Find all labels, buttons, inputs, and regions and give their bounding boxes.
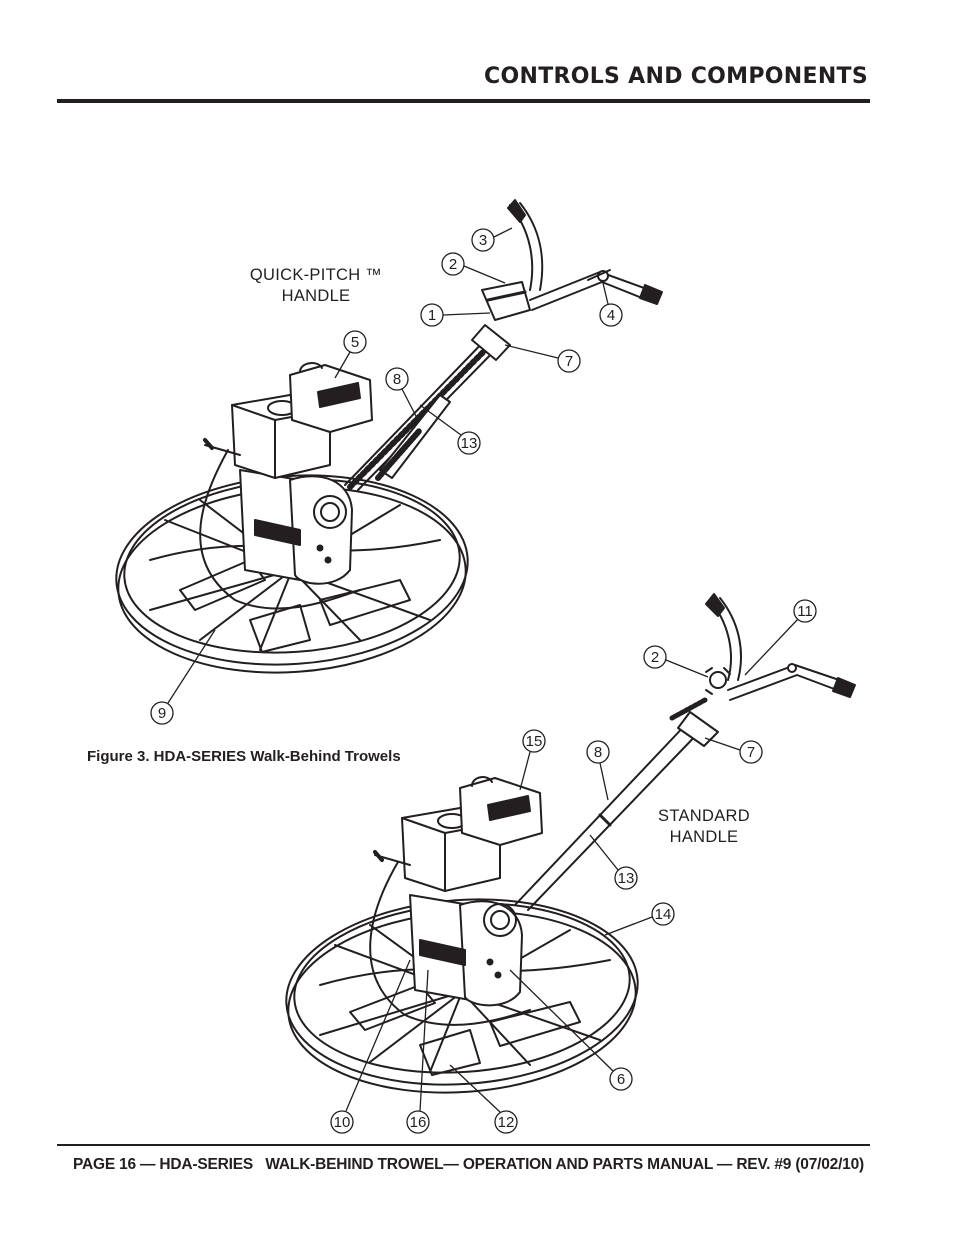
svg-text:3: 3	[479, 232, 487, 249]
callout-11: 11	[744, 599, 817, 676]
quick-pitch-trowel-drawing	[115, 199, 663, 674]
footer-rule	[57, 1144, 870, 1146]
callout-5: 5	[334, 330, 367, 379]
callout-3: 3	[471, 227, 513, 252]
quick-pitch-label-line2: HANDLE	[281, 287, 351, 305]
page-footer: PAGE 16 — HDA-SERIES WALK-BEHIND TROWEL—…	[73, 1156, 864, 1173]
standard-label-line2: HANDLE	[669, 828, 739, 846]
standard-trowel-drawing	[285, 593, 856, 1094]
callout-7b: 7	[704, 737, 763, 764]
svg-text:7: 7	[565, 353, 573, 370]
callout-12: 12	[449, 1064, 518, 1134]
header-rule	[57, 99, 870, 103]
callout-14: 14	[604, 902, 675, 936]
figure-caption: Figure 3. HDA-SERIES Walk-Behind Trowels	[87, 748, 401, 765]
svg-text:10: 10	[334, 1114, 351, 1131]
svg-text:13: 13	[461, 435, 478, 452]
callout-2b: 2	[643, 645, 709, 678]
callout-13b: 13	[589, 834, 638, 890]
callout-2: 2	[441, 252, 506, 284]
callout-8b: 8	[586, 740, 610, 801]
svg-text:8: 8	[393, 371, 401, 388]
svg-text:2: 2	[449, 256, 457, 273]
standard-handle-label: STANDARD HANDLE	[632, 806, 776, 848]
callout-16: 16	[406, 969, 430, 1134]
standard-label-line1: STANDARD	[658, 807, 750, 825]
svg-text:15: 15	[526, 733, 543, 750]
quick-pitch-label-line1: QUICK-PITCH ™	[249, 266, 383, 284]
svg-text:2: 2	[651, 649, 659, 666]
callout-10: 10	[330, 959, 411, 1134]
svg-text:13: 13	[618, 870, 635, 887]
svg-text:8: 8	[594, 744, 602, 761]
svg-text:14: 14	[655, 906, 672, 923]
callout-9: 9	[150, 629, 216, 725]
callout-1: 1	[420, 303, 491, 327]
callout-7: 7	[504, 344, 581, 373]
callout-6: 6	[509, 969, 633, 1091]
section-title: CONTROLS AND COMPONENTS	[484, 64, 868, 89]
callout-13: 13	[419, 404, 481, 455]
svg-text:11: 11	[797, 603, 813, 620]
svg-text:1: 1	[428, 307, 436, 324]
svg-text:12: 12	[498, 1114, 515, 1131]
callout-4: 4	[599, 282, 623, 327]
svg-text:6: 6	[617, 1071, 625, 1088]
svg-text:7: 7	[747, 744, 755, 761]
callout-15: 15	[519, 729, 546, 791]
quick-pitch-handle-label: QUICK-PITCH ™ HANDLE	[228, 265, 404, 307]
svg-text:4: 4	[607, 307, 615, 324]
svg-text:16: 16	[410, 1114, 427, 1131]
svg-text:9: 9	[158, 705, 166, 722]
svg-text:5: 5	[351, 334, 359, 351]
callout-8: 8	[385, 367, 419, 421]
